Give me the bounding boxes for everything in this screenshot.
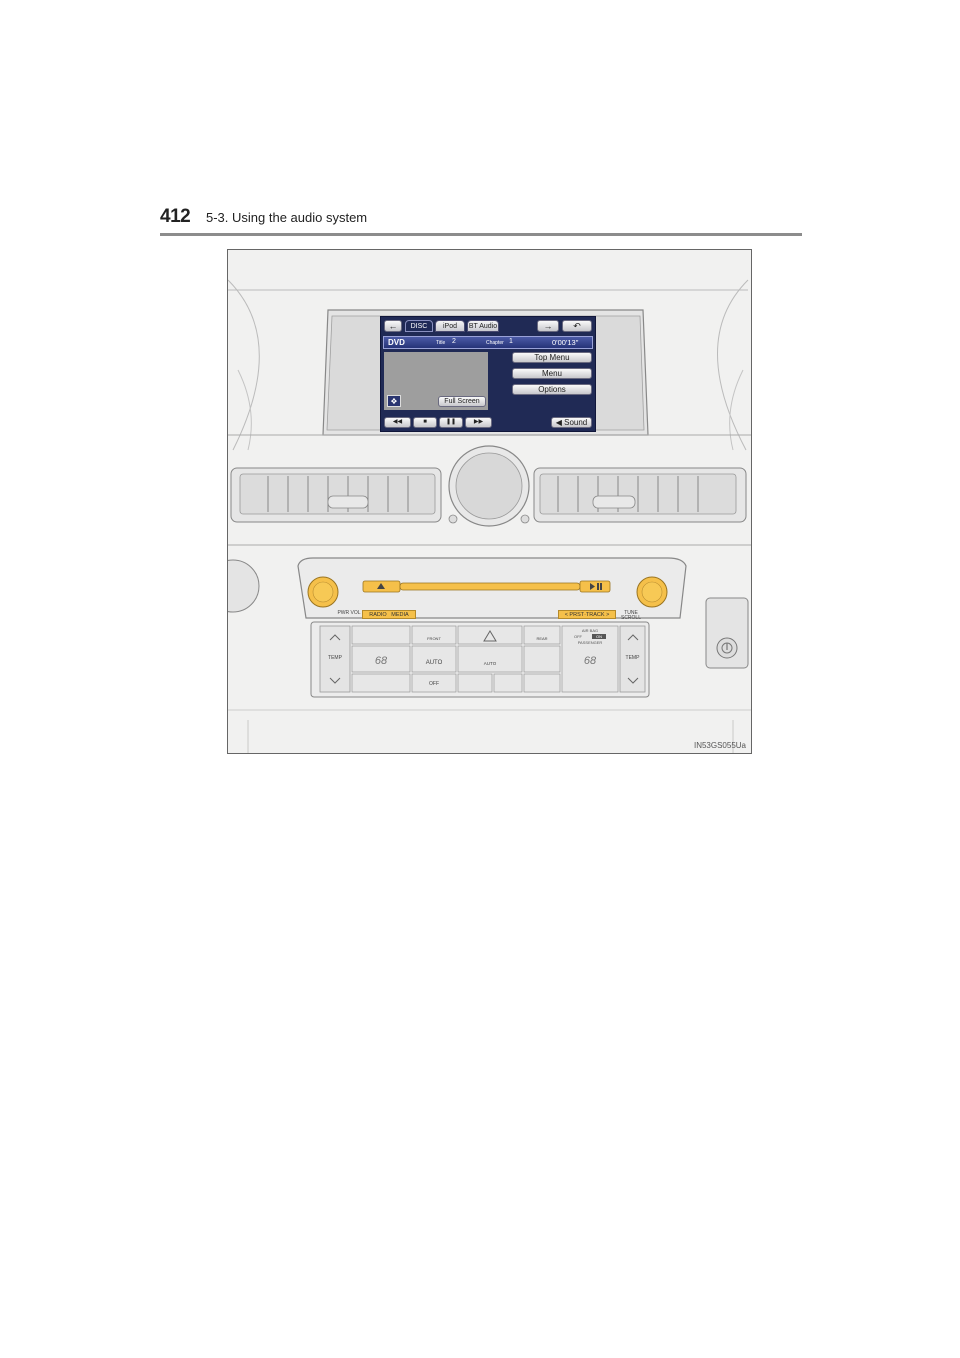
menu-button[interactable]: Menu bbox=[512, 368, 592, 379]
media-button[interactable]: MEDIA bbox=[391, 612, 409, 618]
temp-right-display: 68 bbox=[583, 655, 597, 667]
options-button[interactable]: Options bbox=[512, 384, 592, 395]
rewind-button[interactable]: ◀◀ bbox=[384, 417, 411, 428]
front-defrost-label[interactable]: FRONT bbox=[427, 636, 441, 641]
temp-right-label: TEMP bbox=[625, 655, 640, 661]
pwr-vol-label: PWR VOL bbox=[337, 610, 361, 616]
pause-button[interactable]: ❚❚ bbox=[439, 417, 463, 428]
elapsed-time: 0'00'13" bbox=[552, 338, 579, 347]
temp-left-display: 68 bbox=[374, 655, 388, 667]
section-title: 5-3. Using the audio system bbox=[206, 210, 368, 225]
chapter-label: Chapter bbox=[486, 340, 504, 346]
sound-button[interactable]: ◀ Sound bbox=[551, 417, 592, 428]
multimedia-screen: ← DISC iPod BT Audio → ↶ DVD Title 2 Cha… bbox=[380, 316, 596, 432]
auto-recirc-button[interactable]: AUTO bbox=[483, 661, 497, 666]
tune-scroll-label: TUNE SCROLL bbox=[620, 610, 641, 621]
source-label: DVD bbox=[388, 338, 405, 347]
tab-disc[interactable]: DISC bbox=[405, 320, 433, 332]
video-area[interactable]: ❖ Full Screen bbox=[384, 352, 488, 410]
auto-button[interactable]: AUTO bbox=[425, 660, 443, 666]
page-header: 412 5-3. Using the audio system bbox=[160, 206, 802, 236]
temp-left-label: TEMP bbox=[328, 655, 342, 661]
fast-forward-button[interactable]: ▶▶ bbox=[465, 417, 492, 428]
page-number: 412 bbox=[160, 206, 191, 227]
playback-info-bar: DVD Title 2 Chapter 1 0'00'13" bbox=[383, 336, 593, 349]
seek-track-button[interactable]: < PRST·TRACK > bbox=[558, 610, 616, 619]
fan-off-button[interactable]: OFF bbox=[429, 681, 439, 687]
airbag-label: AIR BAG bbox=[581, 628, 599, 633]
header-rule bbox=[160, 233, 802, 236]
airbag-on-indicator: ON bbox=[592, 634, 606, 639]
title-label: Title bbox=[436, 340, 446, 346]
chapter-value: 1 bbox=[509, 338, 513, 345]
sound-label: Sound bbox=[564, 418, 588, 427]
return-button[interactable]: ↶ bbox=[562, 320, 592, 332]
full-screen-button[interactable]: Full Screen bbox=[438, 396, 486, 407]
rear-defrost-label[interactable]: REAR bbox=[536, 636, 548, 641]
video-settings-icon[interactable]: ❖ bbox=[387, 395, 401, 407]
title-value: 2 bbox=[452, 338, 456, 345]
airbag-off-indicator: OFF bbox=[574, 634, 582, 639]
top-menu-button[interactable]: Top Menu bbox=[512, 352, 592, 363]
radio-media-strip: RADIO MEDIA bbox=[362, 610, 416, 619]
radio-button[interactable]: RADIO bbox=[369, 612, 387, 618]
dashboard-illustration: ← DISC iPod BT Audio → ↶ DVD Title 2 Cha… bbox=[227, 249, 752, 754]
back-arrow-button[interactable]: ← bbox=[384, 320, 402, 332]
speaker-icon: ◀ bbox=[555, 418, 562, 427]
tab-bt-audio[interactable]: BT Audio bbox=[467, 320, 499, 332]
figure-id: IN53GS055Ua bbox=[693, 741, 746, 750]
stop-button[interactable]: ■ bbox=[413, 417, 437, 428]
passenger-label: PASSENGER bbox=[577, 640, 603, 645]
forward-arrow-button[interactable]: → bbox=[537, 320, 559, 332]
tab-ipod[interactable]: iPod bbox=[435, 320, 465, 332]
